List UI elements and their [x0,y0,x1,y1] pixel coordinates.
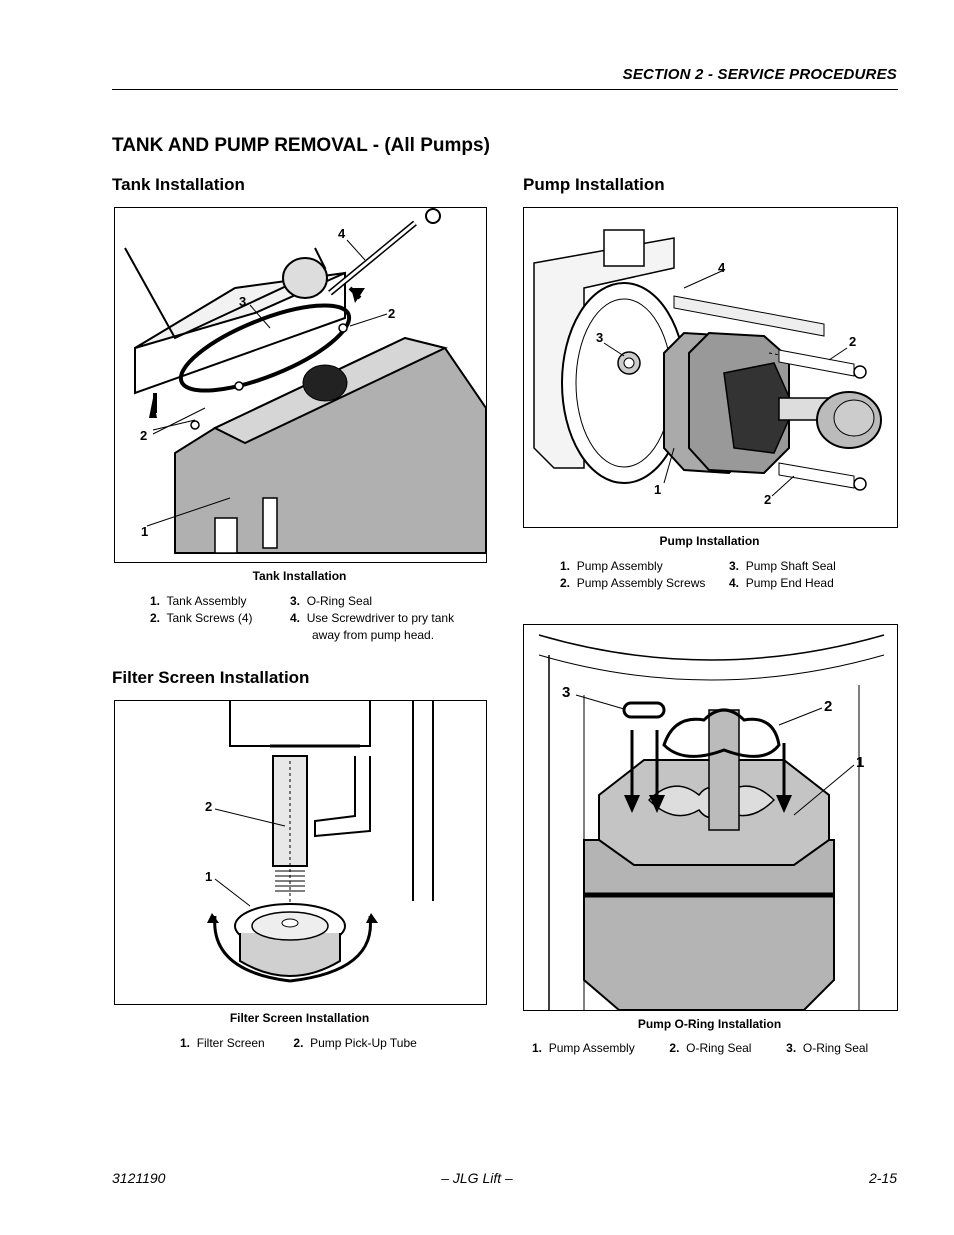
pump-oring-caption: Pump O-Ring Installation [637,1017,782,1031]
pump-legend-col2: 3. Pump Shaft Seal 4. Pump End Head [729,558,889,592]
filter-callout-2: 2 [205,799,212,814]
page-title: TANK AND PUMP REMOVAL - (All Pumps) [112,135,490,156]
tank-callout-1: 1 [141,524,148,539]
legend-item: 4. Use Screwdriver to pry tank [290,611,455,625]
legend-item: 2. Tank Screws (4) [150,611,253,625]
oring-legend: 1. Pump Assembly 2. O-Ring Seal 3. O-Rin… [532,1040,892,1057]
section-header: SECTION 2 - SERVICE PROCEDURES [622,66,897,83]
legend-item: 2. O-Ring Seal [669,1041,752,1055]
tank-installation-figure: 1 2 2 3 4 [114,207,487,563]
filter-screen-caption: Filter Screen Installation [229,1011,370,1025]
pump-callout-2a: 2 [849,334,856,349]
filter-screen-figure: 2 1 [114,700,487,1005]
pump-legend-col1: 1. Pump Assembly 2. Pump Assembly Screws [560,558,730,592]
oring-callout-2: 2 [824,698,832,715]
filter-callout-1: 1 [205,869,212,884]
legend-item: 2. Pump Pick-Up Tube [293,1036,417,1050]
pump-callout-1: 1 [654,482,661,497]
pump-installation-caption: Pump Installation [659,534,760,548]
oring-callout-3: 3 [562,684,570,701]
tank-callout-2b: 2 [388,306,395,321]
pump-oring-figure: 3 2 1 [523,624,898,1011]
filter-screen-illustration: 2 1 [205,701,434,983]
legend-item: 1. Pump Assembly [532,1041,635,1055]
tank-legend-col1: 1. Tank Assembly 2. Tank Screws (4) [150,593,290,627]
legend-item: 1. Filter Screen [180,1036,265,1050]
filter-screen-heading: Filter Screen Installation [112,668,310,687]
legend-item: 1. Tank Assembly [150,594,247,608]
tank-installation-heading: Tank Installation [112,175,245,194]
legend-item: 1. Pump Assembly [560,559,663,573]
pump-callout-3: 3 [596,330,603,345]
legend-item-continuation: away from pump head. [312,628,435,642]
pump-installation-heading: Pump Installation [523,175,665,194]
footer-center: – JLG Lift – [441,1170,513,1186]
pump-callout-2b: 2 [764,492,771,507]
legend-item: 4. Pump End Head [729,576,834,590]
tank-installation-illustration: 1 2 2 3 4 [124,208,486,554]
pump-oring-illustration: 3 2 1 [538,634,885,1010]
legend-item: 2. Pump Assembly Screws [560,576,706,590]
filter-legend: 1. Filter Screen 2. Pump Pick-Up Tube [180,1035,480,1052]
tank-callout-2a: 2 [140,428,147,443]
legend-item: 3. Pump Shaft Seal [729,559,836,573]
tank-callout-3: 3 [239,294,246,309]
doc-number: 3121190 [112,1170,166,1186]
oring-callout-1: 1 [856,754,864,771]
tank-installation-caption: Tank Installation [252,569,347,583]
pump-installation-illustration: 4 2 3 1 2 [533,229,882,507]
pump-callout-4: 4 [718,260,726,275]
tank-callout-4: 4 [338,226,346,241]
pump-installation-figure: 4 2 3 1 2 [523,207,898,528]
legend-item: 3. O-Ring Seal [786,1041,869,1055]
legend-item: 3. O-Ring Seal [290,594,373,608]
header-rule [112,89,898,90]
tank-legend-col2: 3. O-Ring Seal 4. Use Screwdriver to pry… [290,593,480,644]
page-number: 2-15 [868,1170,897,1186]
